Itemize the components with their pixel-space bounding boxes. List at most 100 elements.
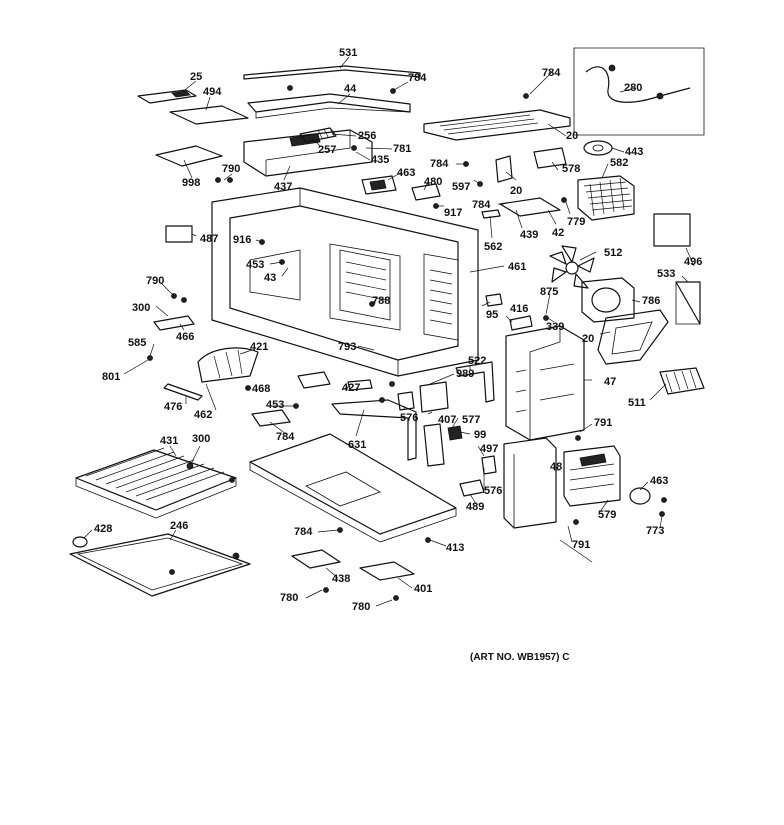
label-407: 407 bbox=[438, 414, 456, 426]
label-413: 413 bbox=[446, 542, 464, 554]
part-463-capacitor bbox=[629, 487, 651, 505]
label-631: 631 bbox=[348, 439, 366, 451]
label-780: 780 bbox=[352, 601, 370, 613]
part-476-strip bbox=[163, 383, 203, 401]
label-339: 339 bbox=[546, 321, 564, 333]
label-461: 461 bbox=[508, 261, 526, 273]
part-47-waveguide bbox=[505, 325, 585, 441]
part-578-component bbox=[495, 147, 567, 183]
label-916: 916 bbox=[233, 234, 251, 246]
label-280: 280 bbox=[624, 82, 642, 94]
label-437: 437 bbox=[274, 181, 292, 193]
label-476: 476 bbox=[164, 401, 182, 413]
label-43: 43 bbox=[264, 272, 276, 284]
part-562-clip bbox=[481, 209, 501, 219]
part-421-cover bbox=[197, 347, 259, 383]
label-522: 522 bbox=[468, 355, 486, 367]
label-487: 487 bbox=[200, 233, 218, 245]
label-784: 784 bbox=[294, 526, 313, 538]
part-428-foot bbox=[72, 536, 88, 548]
part-998-plate bbox=[155, 145, 223, 167]
label-453: 453 bbox=[266, 399, 284, 411]
label-582: 582 bbox=[610, 157, 628, 169]
part-95-clip bbox=[509, 315, 533, 331]
label-781: 781 bbox=[393, 143, 411, 155]
label-95: 95 bbox=[486, 309, 498, 321]
label-480: 480 bbox=[424, 176, 442, 188]
label-466: 466 bbox=[176, 331, 194, 343]
label-784: 784 bbox=[430, 158, 449, 170]
label-533: 533 bbox=[657, 268, 675, 280]
label-585: 585 bbox=[128, 337, 146, 349]
part-280-sensor-box bbox=[573, 47, 705, 136]
label-439: 439 bbox=[520, 229, 538, 241]
label-300: 300 bbox=[132, 302, 150, 314]
label-443: 443 bbox=[625, 146, 643, 158]
label-784: 784 bbox=[472, 199, 491, 211]
part-522-frame bbox=[455, 361, 495, 403]
label-998: 998 bbox=[182, 177, 200, 189]
label-257: 257 bbox=[318, 144, 336, 156]
label-773: 773 bbox=[646, 525, 664, 537]
label-788: 788 bbox=[372, 295, 390, 307]
label-256: 256 bbox=[358, 130, 376, 142]
art-number-caption: (ART NO. WB1957) C bbox=[470, 652, 570, 663]
part-44-top-cover bbox=[247, 93, 411, 119]
part-631-rail bbox=[331, 399, 417, 461]
label-576: 576 bbox=[400, 412, 418, 424]
part-20-mount-bracket bbox=[597, 309, 669, 365]
label-784: 784 bbox=[276, 431, 295, 443]
label-578: 578 bbox=[562, 163, 580, 175]
part-42-bracket bbox=[499, 197, 561, 217]
part-786-housing bbox=[581, 277, 635, 323]
part-labels: 25 494 531 784 44 256 257 781 435 998 79… bbox=[94, 47, 702, 613]
label-577: 577 bbox=[462, 414, 480, 426]
part-413-bottom-plate bbox=[249, 433, 457, 543]
part-582-filter bbox=[577, 175, 635, 221]
part-443-grommet bbox=[583, 140, 613, 156]
part-407-switch-assembly bbox=[397, 381, 463, 467]
part-466-bracket bbox=[153, 315, 195, 331]
part-453-bracket bbox=[251, 409, 291, 427]
label-793: 793 bbox=[338, 341, 356, 353]
label-99: 99 bbox=[474, 429, 486, 441]
label-779: 779 bbox=[567, 216, 585, 228]
label-597: 597 bbox=[452, 181, 470, 193]
label-497: 497 bbox=[480, 443, 498, 455]
label-790: 790 bbox=[146, 275, 164, 287]
label-42: 42 bbox=[552, 227, 564, 239]
label-468: 468 bbox=[252, 383, 270, 395]
label-463: 463 bbox=[650, 475, 668, 487]
label-917: 917 bbox=[444, 207, 462, 219]
label-784: 784 bbox=[542, 67, 561, 79]
part-401-plate bbox=[359, 561, 415, 581]
label-300: 300 bbox=[192, 433, 210, 445]
part-512-fan-blade bbox=[549, 245, 595, 289]
part-437-bracket bbox=[243, 129, 373, 177]
label-25: 25 bbox=[190, 71, 202, 83]
label-48: 48 bbox=[550, 461, 562, 473]
label-562: 562 bbox=[484, 241, 502, 253]
part-25-bracket bbox=[137, 89, 197, 104]
label-421: 421 bbox=[250, 341, 268, 353]
label-246: 246 bbox=[170, 520, 188, 532]
label-427: 427 bbox=[342, 382, 360, 394]
part-431-rack bbox=[75, 447, 237, 519]
label-435: 435 bbox=[371, 154, 389, 166]
label-20: 20 bbox=[566, 130, 578, 142]
part-579-transformer bbox=[563, 445, 621, 507]
label-431: 431 bbox=[160, 435, 178, 447]
label-989: 989 bbox=[456, 368, 474, 380]
part-main-cabinet bbox=[211, 187, 479, 377]
label-463: 463 bbox=[397, 167, 415, 179]
part-494-plate bbox=[169, 105, 249, 125]
label-20: 20 bbox=[582, 333, 594, 345]
label-496: 496 bbox=[684, 256, 702, 268]
part-496-panel bbox=[653, 213, 691, 247]
label-784: 784 bbox=[408, 72, 427, 84]
label-512: 512 bbox=[604, 247, 622, 259]
part-416-clip bbox=[485, 293, 503, 307]
label-47: 47 bbox=[604, 376, 616, 388]
label-531: 531 bbox=[339, 47, 357, 59]
